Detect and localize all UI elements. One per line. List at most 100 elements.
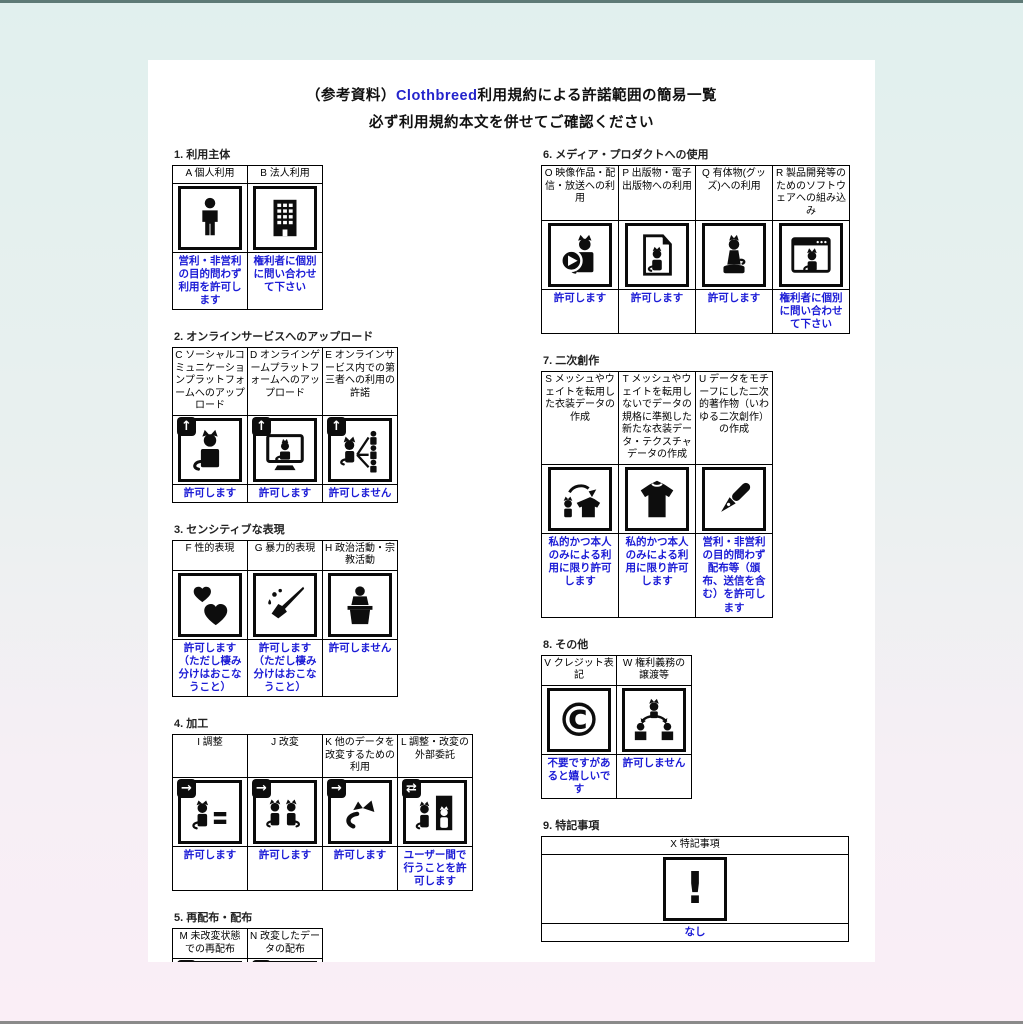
cell-icon-c: ↑ bbox=[172, 414, 248, 485]
cell-icon-i: → bbox=[172, 776, 248, 847]
title-paren: （参考資料） bbox=[305, 88, 396, 104]
cell-result-v: 不要ですがあると嬉しいです bbox=[541, 753, 617, 800]
cell-result-k: 許可します bbox=[322, 845, 398, 892]
cell-icon-w bbox=[616, 684, 692, 755]
podium-speech-icon bbox=[328, 572, 392, 637]
cell-icon-q bbox=[695, 220, 773, 290]
cell-icon-b bbox=[247, 182, 323, 253]
cell-result-u: 営利・非営利の目的問わず配布等（頒布、送信を含む）を許可します bbox=[695, 532, 773, 618]
modify-badge-icon: → bbox=[177, 778, 196, 798]
cell-icon-u bbox=[695, 463, 773, 534]
section-usage-subject: 1. 利用主体 A 個人利用 B 法人利用 bbox=[172, 146, 512, 310]
cell-icon-m bbox=[172, 958, 248, 962]
cell-icon-d: ↑ bbox=[247, 414, 323, 485]
section-2-table: C ソーシャルコミュニケーションプラットフォームへのアップロード D オンライン… bbox=[172, 347, 398, 503]
play-cat-icon bbox=[548, 223, 612, 287]
cell-result-c: 許可します bbox=[172, 483, 248, 503]
section-others: 8. その他 V クレジット表記 W 権利義務の譲渡等 © bbox=[541, 636, 856, 800]
page-subtitle: 必ず利用規約本文を併せてご確認ください bbox=[369, 115, 654, 131]
cell-result-h: 許可しません bbox=[322, 638, 398, 698]
cell-icon-o bbox=[541, 220, 619, 290]
cell-icon-r bbox=[772, 220, 850, 290]
title-rest: 利用規約による許諾範囲の簡易一覧 bbox=[477, 88, 718, 104]
section-6-table: O 映像作品・配信・放送への利用 P 出版物・電子出版物への利用 Q 有体物(グ… bbox=[541, 165, 850, 335]
section-special-notes: 9. 特記事項 X 特記事項 ! なし bbox=[541, 817, 856, 942]
cell-label-f: F 性的表現 bbox=[172, 539, 248, 571]
cell-result-a: 営利・非営利の目的問わず利用を許可します bbox=[172, 251, 248, 310]
section-8-table: V クレジット表記 W 権利義務の譲渡等 © bbox=[541, 654, 692, 800]
section-heading: 2. オンラインサービスへのアップロード bbox=[174, 331, 374, 343]
page-title: （参考資料）Clothbreed利用規約による許諾範囲の簡易一覧 bbox=[148, 84, 875, 105]
adjust-cat-equal-icon: → bbox=[177, 778, 242, 844]
section-processing: 4. 加工 I 調整 J 改変 K 他のデータを改変するための利用 L 調整・改… bbox=[172, 715, 512, 892]
cell-result-e: 許可しません bbox=[322, 483, 398, 503]
screen-top-edge bbox=[0, 0, 1023, 3]
document-cat-icon bbox=[625, 223, 689, 287]
share-badge-icon bbox=[252, 960, 271, 962]
section-heading: 3. センシティブな表現 bbox=[174, 523, 285, 536]
cell-result-w: 許可しません bbox=[616, 753, 692, 800]
cell-icon-f bbox=[172, 569, 248, 640]
cell-result-b: 権利者に個別に問い合わせて下さい bbox=[247, 251, 323, 310]
cell-label-m: M 未改変状態での再配布 bbox=[172, 928, 248, 959]
cell-label-u: U データをモチーフにした二次的著作物（いわゆる二次創作）の作成 bbox=[695, 371, 773, 465]
cell-label-s: S メッシュやウェイトを転用した衣装データの作成 bbox=[541, 371, 619, 465]
cell-result-x: なし bbox=[541, 922, 849, 942]
section-online-upload: 2. オンラインサービスへのアップロード C ソーシャルコミュニケーションプラッ… bbox=[172, 328, 512, 503]
cell-label-o: O 映像作品・配信・放送への利用 bbox=[541, 165, 619, 221]
share-badge-icon bbox=[177, 960, 196, 962]
section-heading: 1. 利用主体 bbox=[174, 149, 231, 161]
cell-label-l: L 調整・改変の外部委託 bbox=[397, 734, 473, 778]
cell-icon-j: → bbox=[247, 776, 323, 847]
cell-icon-s bbox=[541, 463, 619, 534]
person-icon bbox=[178, 185, 242, 250]
section-heading: 9. 特記事項 bbox=[543, 820, 600, 832]
cell-icon-p bbox=[618, 220, 696, 290]
cell-label-v: V クレジット表記 bbox=[541, 654, 617, 686]
cell-label-a: A 個人利用 bbox=[172, 165, 248, 184]
cell-label-b: B 法人利用 bbox=[247, 165, 323, 184]
screen-bottom-edge bbox=[0, 1021, 1023, 1024]
section-heading: 6. メディア・プロダクトへの使用 bbox=[543, 149, 709, 161]
cell-label-j: J 改変 bbox=[247, 734, 323, 778]
cell-result-d: 許可します bbox=[247, 483, 323, 503]
cell-label-i: I 調整 bbox=[172, 734, 248, 778]
section-redistribution: 5. 再配布・配布 M 未改変状態での再配布 N 改変したデータの配布 bbox=[172, 909, 512, 962]
cell-icon-k: → bbox=[322, 776, 398, 847]
upload-badge-icon: ↑ bbox=[327, 416, 346, 436]
shirt-icon bbox=[625, 466, 689, 531]
cell-label-t: T メッシュやウェイトを転用しないでデータの規格に準拠した新たな衣装データ・テク… bbox=[618, 371, 696, 465]
share-cat-to-folder-icon bbox=[252, 960, 317, 962]
cell-icon-v: © bbox=[541, 684, 617, 755]
swap-badge-icon: ⇄ bbox=[402, 778, 421, 798]
section-sensitive-expression: 3. センシティブな表現 F 性的表現 G 暴力的表現 H 政治活動・宗教活動 bbox=[172, 521, 512, 698]
cell-label-w: W 権利義務の譲渡等 bbox=[616, 654, 692, 686]
cell-label-n: N 改変したデータの配布 bbox=[247, 928, 323, 959]
cell-icon-n bbox=[247, 958, 323, 962]
cell-icon-e: ↑ bbox=[322, 414, 398, 485]
cell-label-x: X 特記事項 bbox=[541, 836, 849, 855]
upload-badge-icon: ↑ bbox=[252, 416, 271, 436]
cell-icon-x: ! bbox=[541, 853, 849, 924]
cell-label-q: Q 有体物(グッズ)への利用 bbox=[695, 165, 773, 221]
section-heading: 5. 再配布・配布 bbox=[174, 912, 253, 924]
section-heading: 7. 二次創作 bbox=[543, 355, 600, 368]
cell-label-g: G 暴力的表現 bbox=[247, 539, 323, 571]
cell-icon-t bbox=[618, 463, 696, 534]
modify-badge-icon: → bbox=[252, 778, 271, 798]
upload-badge-icon: ↑ bbox=[177, 416, 196, 436]
section-1-table: A 個人利用 B 法人利用 bbox=[172, 165, 323, 310]
section-heading: 8. その他 bbox=[543, 638, 589, 651]
cell-result-j: 許可します bbox=[247, 845, 323, 892]
cell-label-h: H 政治活動・宗教活動 bbox=[322, 539, 398, 571]
document-page: （参考資料）Clothbreed利用規約による許諾範囲の簡易一覧 必ず利用規約本… bbox=[148, 60, 875, 962]
cell-label-r: R 製品開発等のためのソフトウェアへの組み込み bbox=[772, 165, 850, 221]
cell-result-l: ユーザー間で行うことを許可します bbox=[397, 845, 473, 892]
window-cat-icon bbox=[779, 223, 843, 287]
knife-icon bbox=[253, 572, 317, 637]
upload-cat-person-icon: ↑ bbox=[177, 416, 242, 482]
section-media-product: 6. メディア・プロダクトへの使用 O 映像作品・配信・放送への利用 P 出版物… bbox=[541, 146, 856, 335]
cell-result-t: 私的かつ本人のみによる利用に限り許可します bbox=[618, 532, 696, 618]
brand-name: Clothbreed bbox=[395, 88, 478, 104]
right-column: 6. メディア・プロダクトへの使用 O 映像作品・配信・放送への利用 P 出版物… bbox=[541, 146, 856, 960]
